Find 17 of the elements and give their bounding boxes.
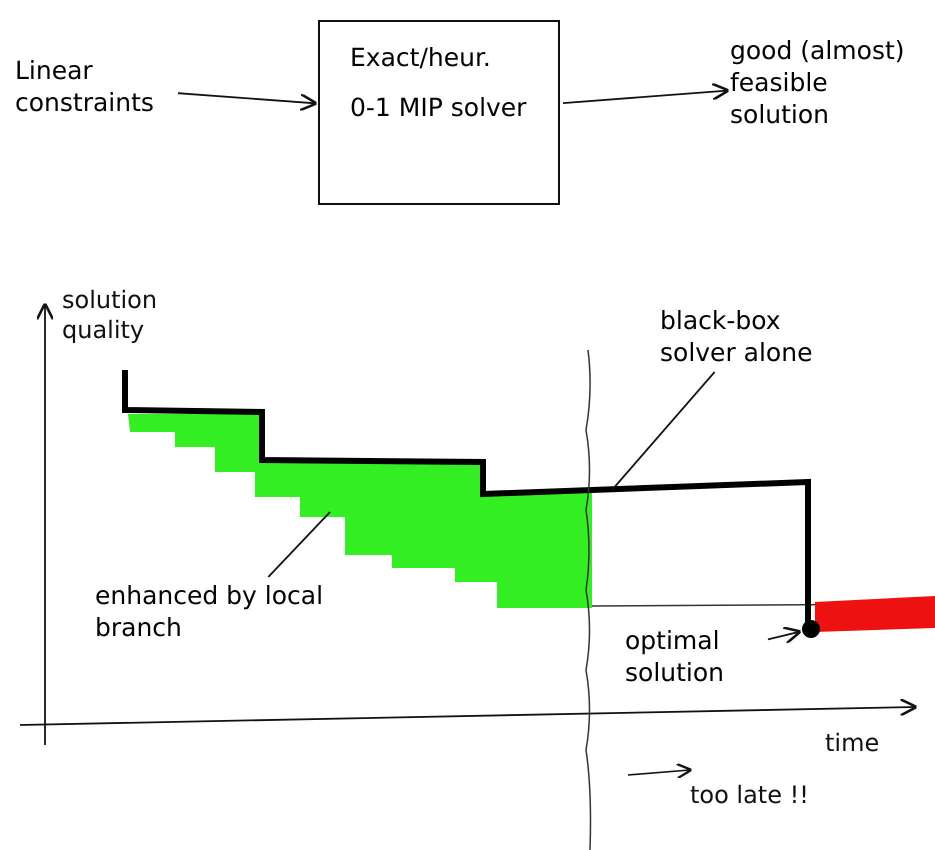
arrow xyxy=(768,626,802,644)
note-text: too late !! xyxy=(690,780,810,810)
box-heading: Exact/heur. xyxy=(350,42,492,74)
solver-box xyxy=(318,20,560,205)
node-text: optimal solution xyxy=(625,625,725,689)
node-text: Linear constraints xyxy=(15,55,155,119)
node-text: black-box solver alone xyxy=(660,305,814,369)
leader-line xyxy=(268,511,331,578)
arrow xyxy=(562,82,730,104)
box-text: 0-1 MIP solver xyxy=(350,92,528,124)
node-text: good (almost) feasible solution xyxy=(730,35,906,131)
leader-line xyxy=(611,371,716,491)
axis-label: time xyxy=(825,728,880,758)
optimum-point xyxy=(802,620,820,638)
node-text: enhanced by local branch xyxy=(95,580,324,644)
axis-label: solution quality xyxy=(62,285,158,345)
arrow xyxy=(178,92,318,112)
